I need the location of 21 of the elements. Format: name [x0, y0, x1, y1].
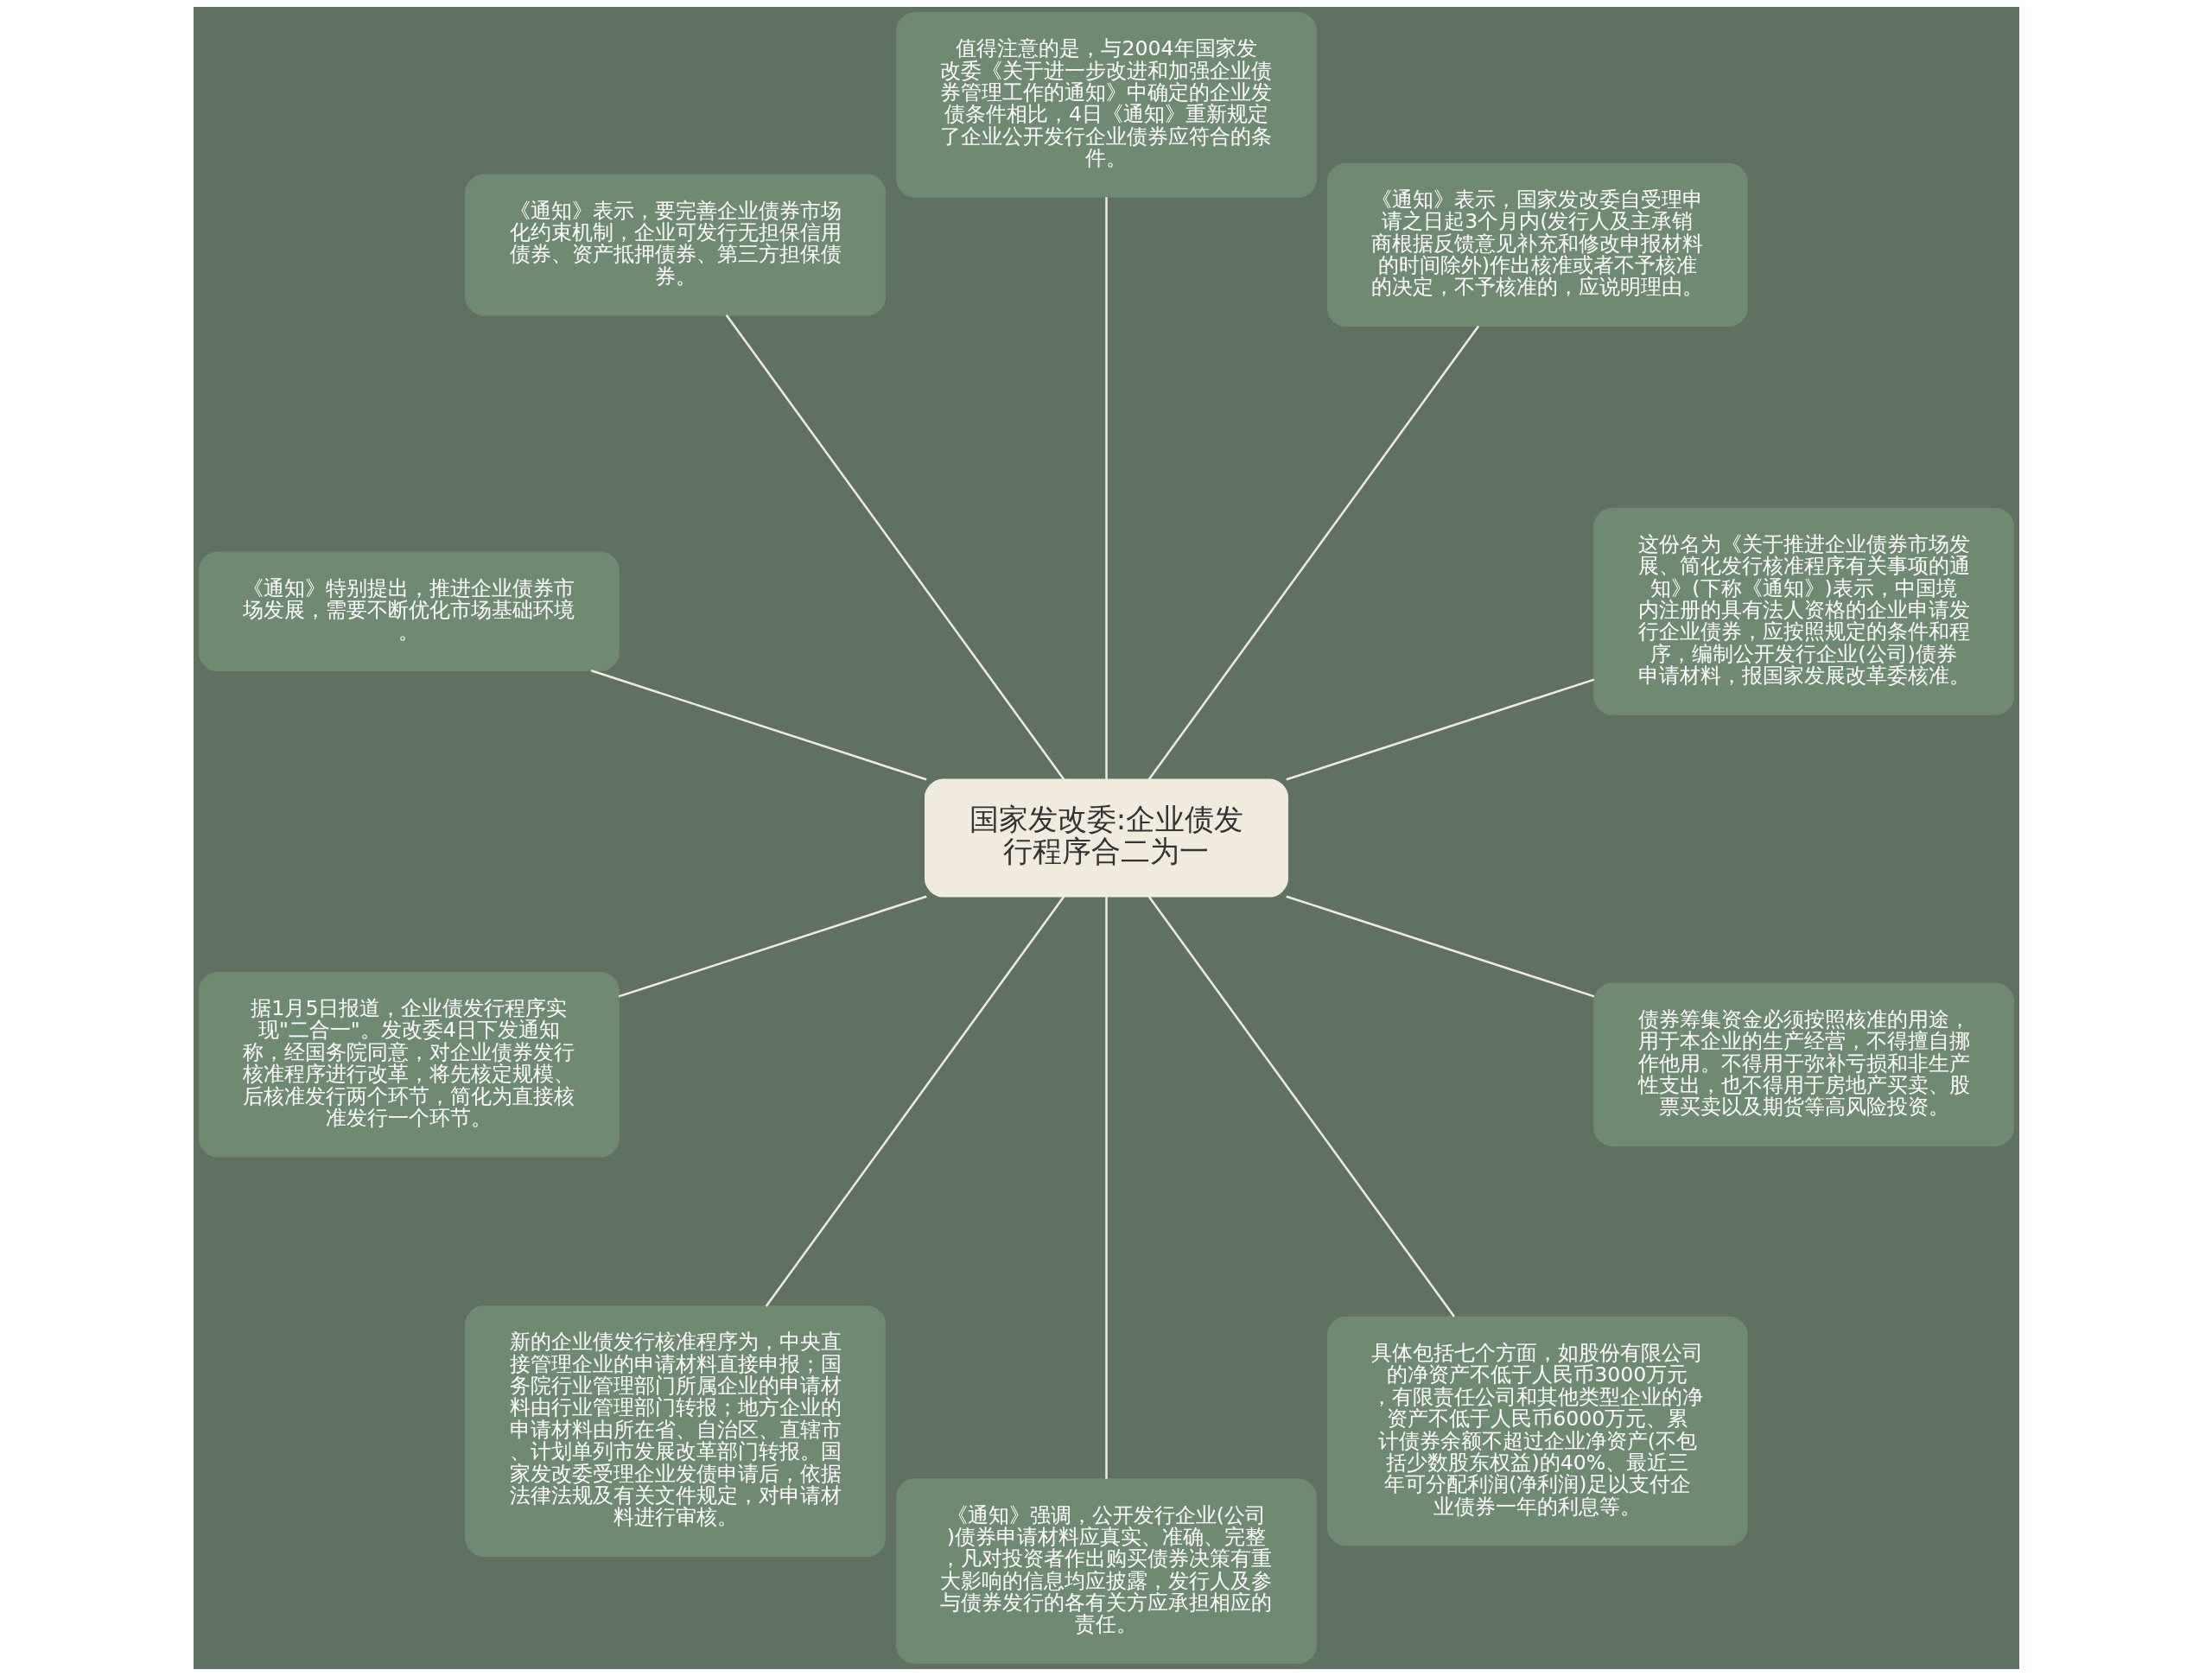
node-box: 据1月5日报道，企业债发行程序实现"二合一"。发改委4日下发通知称，经国务院同意，对企业债券发行核准程序进行改革，将先核定规模、后核准发行两个环节，简化为直接核准发行一个环节。 [198, 971, 620, 1158]
connector [1104, 896, 1108, 1479]
node-box: 《通知》特别提出，推进企业债券市场发展，需要不断优化市场基础环境。 [198, 551, 620, 672]
node-box: 《通知》表示，要完善企业债券市场化约束机制，企业可发行无担保信用债券、资产抵押债券、第三方担保债券。 [464, 174, 886, 316]
node-box: 新的企业债发行核准程序为，中央直接管理企业的申请材料直接申报；国务院行业管理部门所属企业的申请材料由行业管理部门转报；地方企业的申请材料由所在省、自治区、直辖市、计划单列市发展改革部门转报。国家发改委受理企业发债申请后，依据法律法规及有关文件规定，对申请材料进行审核。 [464, 1305, 886, 1557]
connector [1147, 325, 1479, 781]
node-box: 值得注意的是，与2004年国家发改委《关于进一步改进和加强企业债券管理工作的通知》中确定的企业发债条件相比，4日《通知》重新规定了企业公开发行企业债券应符合的条件。 [895, 12, 1317, 198]
connector [765, 895, 1065, 1307]
connector [1285, 678, 1594, 781]
node-box: 《通知》表示，国家发改委自受理申请之日起3个月内(发行人及主承销商根据反馈意见补充和修改申报材料的时间除外)作出核准或者不予核准的决定，不予核准的，应说明理由。 [1326, 162, 1748, 327]
node-box: 具体包括七个方面，如股份有限公司的净资产不低于人民币3000万元，有限责任公司和其他类型企业的净资产不低于人民币6000万元、累计债券余额不超过企业净资产(不包括少数股东权益)的40%、最近三年可分配利润(净利润)足以支付企业债券一年的利息等。 [1326, 1316, 1748, 1546]
connector [1285, 895, 1594, 998]
node-box: 国家发改委:企业债发行程序合二为一 [924, 778, 1288, 898]
connector [1147, 895, 1455, 1317]
connector [1104, 197, 1108, 780]
node-box: 《通知》强调，公开发行企业(公司)债券申请材料应真实、准确、完整，凡对投资者作出购买债券决策有重大影响的信息均应披露，发行人及参与债券发行的各有关方应承担相应的责任。 [895, 1478, 1317, 1664]
connector [618, 895, 927, 998]
connector [590, 670, 927, 781]
node-box: 这份名为《关于推进企业债券市场发展、简化发行核准程序有关事项的通知》(下称《通知》)表示，中国境内注册的具有法人资格的企业申请发行企业债券，应按照规定的条件和程序，编制公开发行企业(公司)债券申请材料，报国家发展改革委核准。 [1592, 507, 2014, 715]
node-box: 债券筹集资金必须按照核准的用途，用于本企业的生产经营，不得擅自挪作他用。不得用于弥补亏损和非生产性支出，也不得用于房地产买卖、股票买卖以及期货等高风险投资。 [1592, 982, 2014, 1146]
connector [725, 314, 1065, 781]
